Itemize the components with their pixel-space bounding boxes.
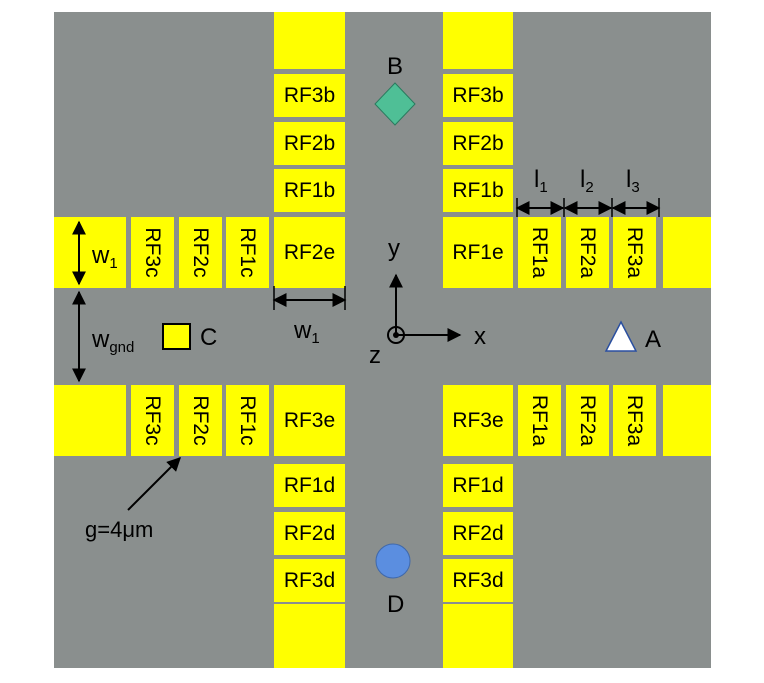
rail-bottom-left: [274, 604, 345, 668]
wgnd-label: wgnd: [91, 326, 134, 356]
site-a-label: A: [645, 326, 661, 353]
electrode-pad-bottom-left-1: [274, 385, 345, 456]
rail-right-top: [663, 217, 711, 288]
electrode-label-bottom-right-4: RF3d: [452, 569, 503, 592]
electrode-label-bottom-left-3: RF2d: [284, 522, 335, 545]
electrode-pad-top-right-3: [443, 169, 513, 212]
rail-top-left: [274, 12, 345, 69]
l1-label: l1: [534, 166, 548, 196]
electrode-pad-top-left-3: [274, 169, 345, 212]
electrode-pad-bottom-right-4: [443, 559, 513, 602]
electrode-label-bottom-right-1: RF3e: [452, 409, 503, 432]
z-axis-origin-ring: [387, 326, 405, 344]
w1-left-label: w1: [91, 242, 118, 272]
electrode-label-left-bottom-3: RF1c: [236, 395, 259, 445]
l3-label: l3: [626, 166, 640, 196]
electrode-label-right-top-3: RF3a: [623, 227, 646, 279]
electrode-label-top-right-1: RF3b: [452, 84, 503, 107]
electrode-pad-left-top-3: [226, 217, 269, 288]
site-b-diamond-marker: [374, 82, 416, 126]
site-c-label: C: [200, 324, 217, 351]
rail-top-right: [443, 12, 513, 69]
electrode-label-top-right-4: RF1e: [452, 241, 503, 264]
gap-label: g=4μm: [85, 517, 153, 542]
site-d-circle-marker: [375, 543, 411, 579]
electrode-label-top-left-4: RF2e: [284, 241, 335, 264]
electrode-pad-top-right-2: [443, 122, 513, 165]
electrode-pad-bottom-left-2: [274, 464, 345, 507]
electrode-label-left-top-3: RF1c: [236, 227, 259, 277]
electrode-pad-bottom-right-3: [443, 512, 513, 555]
electrode-pad-right-bottom-3: [613, 385, 656, 456]
electrode-pad-top-left-4: [274, 217, 345, 288]
electrode-pad-left-top-1: [131, 217, 174, 288]
electrode-label-left-bottom-1: RF3c: [141, 395, 164, 445]
electrode-pad-right-bottom-1: [518, 385, 561, 456]
electrode-pad-right-top-3: [613, 217, 656, 288]
electrode-pad-right-top-2: [566, 217, 609, 288]
electrode-label-top-left-2: RF2b: [284, 132, 335, 155]
electrode-label-left-top-2: RF2c: [189, 227, 212, 277]
electrode-label-top-left-1: RF3b: [284, 84, 335, 107]
electrode-pad-bottom-right-1: [443, 385, 513, 456]
rail-electrodes: [54, 12, 711, 668]
electrode-pad-left-top-2: [179, 217, 222, 288]
x-axis-label: x: [474, 323, 486, 350]
electrode-pad-top-right-1: [443, 74, 513, 117]
electrode-label-top-right-2: RF2b: [452, 132, 503, 155]
electrode-label-bottom-right-3: RF2d: [452, 522, 503, 545]
electrode-label-right-top-2: RF2a: [576, 227, 599, 279]
electrode-label-left-bottom-2: RF2c: [189, 395, 212, 445]
site-a-triangle-marker: [604, 320, 638, 352]
electrode-label-right-bottom-2: RF2a: [576, 395, 599, 447]
rail-left-top: [54, 217, 126, 288]
dimension-annotations: [72, 198, 661, 511]
w1-center-label: w1: [293, 317, 320, 347]
electrode-label-bottom-right-2: RF1d: [452, 474, 503, 497]
trapping-sites: B C D A: [162, 53, 661, 618]
electrode-label-right-bottom-3: RF3a: [623, 395, 646, 447]
electrode-pad-bottom-left-4: [274, 559, 345, 602]
electrode-pad-top-right-4: [443, 217, 513, 288]
l2-label: l2: [580, 166, 594, 196]
electrode-pad-bottom-left-3: [274, 512, 345, 555]
z-axis-label: z: [369, 342, 381, 369]
electrode-label-left-top-1: RF3c: [141, 227, 164, 277]
electrode-pad-right-top-1: [518, 217, 561, 288]
rail-left-bottom: [54, 385, 126, 456]
electrode-pad-top-left-1: [274, 74, 345, 117]
rail-right-bottom: [663, 385, 711, 456]
site-c-square-marker: [162, 323, 191, 350]
site-b-label: B: [387, 53, 403, 80]
gap-pointer-arrow: [127, 457, 181, 511]
electrode-pad-left-bottom-2: [179, 385, 222, 456]
electrode-label-right-top-1: RF1a: [528, 227, 551, 279]
electrode-label-top-right-3: RF1b: [452, 179, 503, 202]
electrode-pad-left-bottom-3: [226, 385, 269, 456]
electrode-label-bottom-left-1: RF3e: [284, 409, 335, 432]
electrode-label-top-left-3: RF1b: [284, 179, 335, 202]
electrode-pad-bottom-right-2: [443, 464, 513, 507]
electrode-pad-right-bottom-2: [566, 385, 609, 456]
electrode-pad-top-left-2: [274, 122, 345, 165]
coordinate-axes: [387, 273, 462, 344]
y-axis-label: y: [388, 235, 400, 262]
z-axis-origin-dot: [393, 332, 399, 338]
electrode-pad-left-bottom-1: [131, 385, 174, 456]
electrode-label-bottom-left-2: RF1d: [284, 474, 335, 497]
site-d-label: D: [387, 591, 404, 618]
electrode-label-right-bottom-1: RF1a: [528, 395, 551, 447]
rail-bottom-right: [443, 604, 513, 668]
electrode-label-bottom-left-4: RF3d: [284, 569, 335, 592]
